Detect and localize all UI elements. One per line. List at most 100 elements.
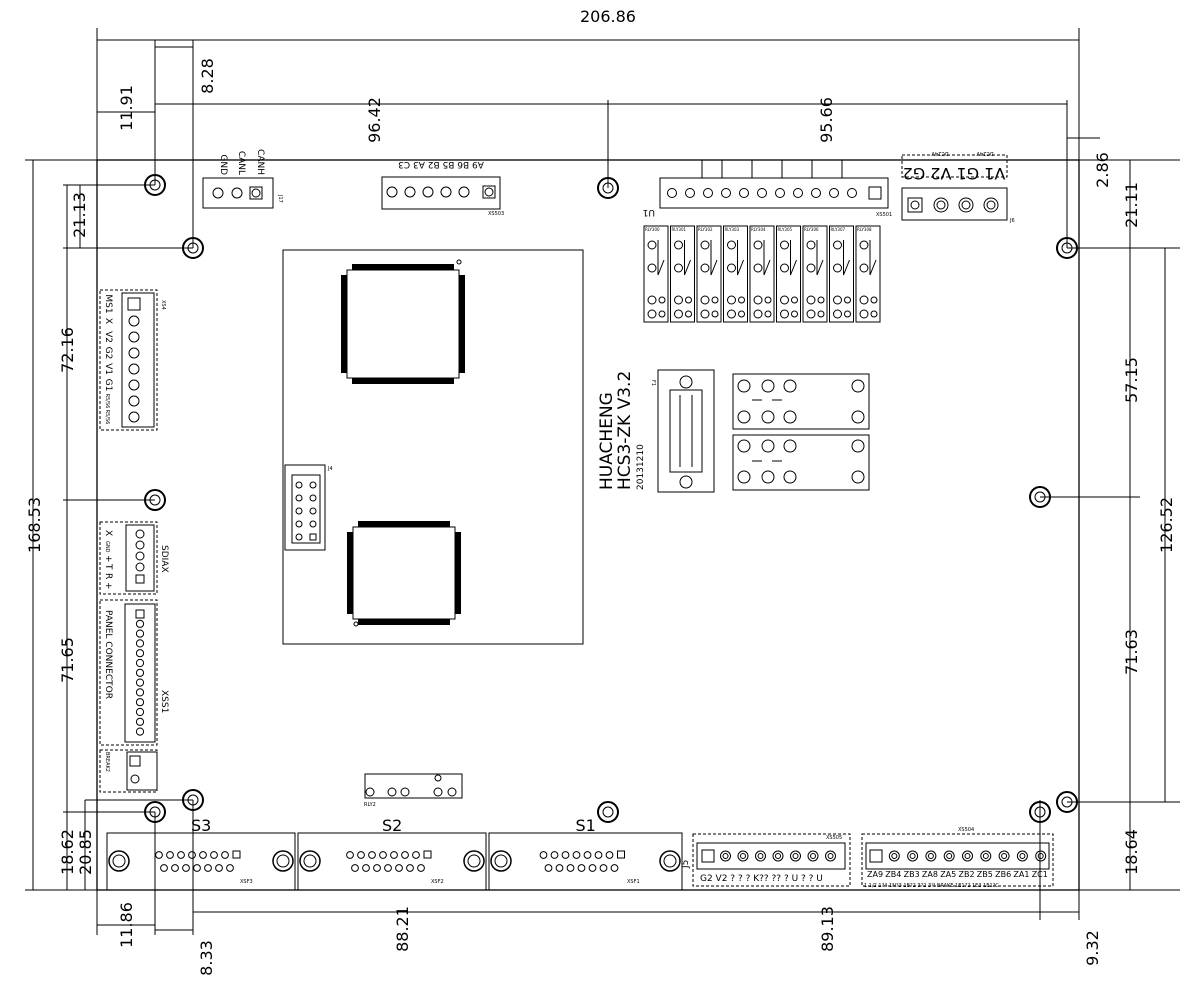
- dim-bottom-mid-right: 89.13: [818, 906, 837, 952]
- sdiax-pin-label: R: [103, 573, 113, 579]
- relay-ref: RLY302: [698, 227, 713, 232]
- xs504-pin-label: ZC1: [1032, 870, 1048, 879]
- xs504-pin: [962, 850, 973, 862]
- panel-pin: [135, 717, 145, 726]
- dsub-label: S2: [382, 816, 402, 835]
- mounting-hole: [144, 174, 166, 196]
- dsub-ref: XSF2: [431, 879, 444, 885]
- xs504-pin: [1016, 850, 1028, 862]
- relay-ref: RLY307: [831, 227, 846, 232]
- xs504-pin-inner: [964, 853, 971, 859]
- can-label-canl: CANL: [236, 151, 246, 175]
- xs504-pin: [980, 850, 992, 862]
- mounting-hole: [597, 801, 619, 823]
- dim-top-middle-right: 95.66: [817, 97, 836, 143]
- xs505-pin-inner: [810, 853, 816, 859]
- panel-pin: [135, 727, 145, 736]
- panel-pin: [135, 619, 145, 628]
- can-ref: J17: [277, 194, 283, 203]
- xs504-pin-label: ZA9: [867, 870, 883, 879]
- relay-ref: RLY300: [645, 227, 660, 232]
- relay: RLY305: [776, 225, 801, 323]
- xs504-pin-label: ZB2: [959, 870, 975, 879]
- mounting-hole: [182, 789, 204, 811]
- mounting-hole: [182, 237, 204, 259]
- relay-ref: RLY305: [778, 227, 793, 232]
- xs504-sub: 1 1/2 1?4 1N?3 1B?2 3?2 3?I BRAKE 1E1?2 …: [864, 883, 999, 889]
- xs504-ref: XS504: [958, 827, 974, 833]
- xs504-pin-inner: [1019, 853, 1026, 859]
- mounting-hole: [1056, 237, 1078, 259]
- panel-pins: [135, 609, 145, 736]
- panel-pin: [135, 639, 145, 648]
- xs504-pin-label: ZB6: [995, 870, 1011, 879]
- dim-right-total-holes: 126.52: [1157, 497, 1176, 553]
- xs505-pin-inner: [827, 853, 834, 859]
- ms-pin-label: MS1: [103, 294, 113, 313]
- xs505-pin-inner: [792, 853, 799, 859]
- xs505-pin: [790, 850, 801, 862]
- xs504-pin: [1035, 850, 1047, 862]
- small-relay-ref: RLY2: [364, 802, 376, 808]
- break-connector: BREAK2: [99, 749, 158, 793]
- xs505-pin: [825, 850, 836, 862]
- sdiax-pin-label: +: [103, 555, 113, 563]
- relay-ref: RLY308: [857, 227, 872, 232]
- xs504-pin: [925, 850, 937, 862]
- relay-ref: RLY303: [725, 227, 740, 232]
- ms-pin-label: X: [103, 318, 113, 324]
- xs505-pin-inner: [722, 853, 729, 859]
- xs504-pin-inner: [909, 853, 916, 859]
- dimension-labels: 206.86 11.91 8.28 96.42 95.66 2.86 21.11…: [25, 7, 1176, 976]
- dim-top-middle-left: 96.42: [365, 97, 384, 143]
- power-ref: J6: [1009, 218, 1015, 224]
- ms-connector: MS1 X V2 G2 V1 G1 R5/S6 R5/S6 XS4: [99, 289, 166, 431]
- relay: RLY303: [723, 225, 748, 323]
- board-title-line2: HCS3-ZK V3.2: [615, 371, 635, 490]
- xs504-pin-inner: [946, 853, 953, 859]
- xs505-pin: [807, 850, 819, 862]
- xs505-pin-inner: [740, 853, 746, 859]
- panel-pin: [135, 688, 145, 697]
- large-relay: [732, 373, 870, 430]
- xs504-pin-inner: [891, 853, 898, 859]
- xs504-pin-label: ZA8: [922, 870, 938, 879]
- dsub-ref: XSF3: [240, 879, 253, 885]
- dim-bottom-left-small: 11.86: [117, 902, 136, 948]
- sdiax-title: SDIAX: [159, 545, 169, 573]
- mounting-hole: [1029, 801, 1051, 823]
- xs504-pin: [943, 850, 955, 862]
- panel-pin: [135, 649, 145, 658]
- u1-label: U1: [643, 207, 655, 217]
- xs505-pin: [772, 850, 784, 862]
- panel-pin: [135, 609, 145, 619]
- sdiax-pin-label: GND: [104, 541, 110, 553]
- relay-ref: RLY301: [672, 227, 687, 232]
- fuse-ref: F1: [650, 380, 656, 386]
- xs505-ref: XS505: [826, 835, 842, 841]
- board-date-code: 20131210: [636, 444, 646, 490]
- mounting-holes: [144, 174, 1078, 823]
- board-title-line1: HUACHENG: [597, 392, 617, 490]
- power-connector: V1 G1 V2 G2 DC24V DC24V J6: [901, 150, 1015, 224]
- xs505-connector: G2 V2 ? ? ? K?? ?? ? U ? ? U XS505: [692, 833, 851, 887]
- xs504-pin-label: ZA5: [940, 870, 956, 879]
- relay: RLY308: [855, 225, 881, 323]
- relay: RLY302: [696, 225, 722, 323]
- can-connector: GND CANL CANH J17: [202, 149, 283, 209]
- top-mid-ref: XS503: [488, 211, 504, 217]
- panel-pin: [135, 658, 145, 668]
- j4-ref: J4: [327, 466, 333, 472]
- panel-pin: [135, 707, 145, 717]
- break-label: BREAK2: [104, 752, 110, 772]
- dim-left-hole-small: 11.91: [117, 85, 136, 131]
- xs504-pin-label: ZB3: [904, 870, 920, 879]
- relay: RLY304: [749, 225, 775, 323]
